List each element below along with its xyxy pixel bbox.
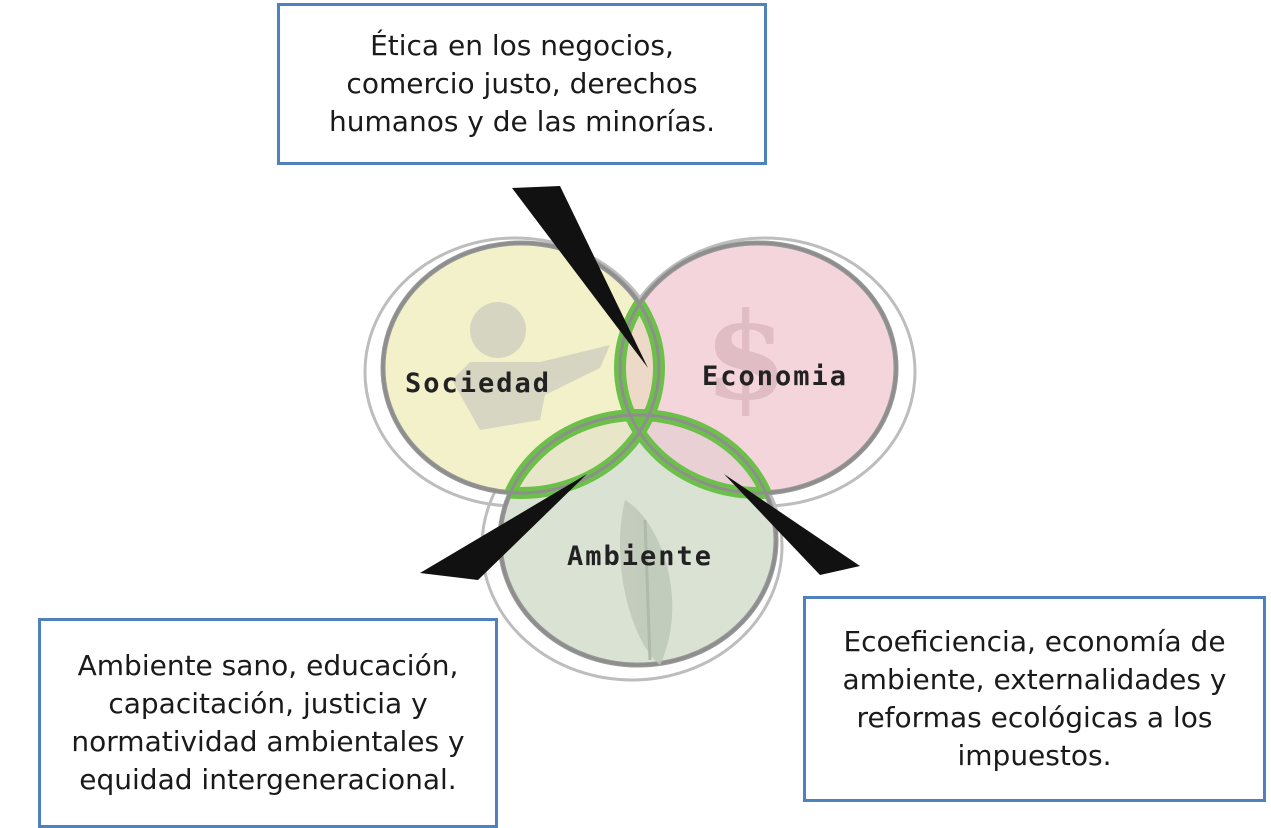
callout-top: Ética en los negocios, comercio justo, d…: [277, 3, 767, 165]
callout-right-line: Ecoeficiencia, economía de: [843, 625, 1226, 659]
pointer-right: [724, 474, 860, 575]
callout-right-line: ambiente, externalidades y: [842, 663, 1227, 697]
overlap-society-environment: [500, 415, 659, 493]
pointer-left: [420, 474, 587, 580]
leaf-icon: [619, 500, 673, 665]
callout-top-line: Ética en los negocios,: [370, 29, 674, 63]
environment-label: Ambiente: [567, 541, 713, 572]
callout-right-line: impuestos.: [957, 738, 1112, 772]
callout-left-line: Ambiente sano, educación,: [77, 649, 459, 683]
person-icon: [452, 302, 610, 430]
society-label: Sociedad: [405, 368, 551, 399]
overlap-economy-environment: [620, 415, 776, 493]
callout-left-line: normatividad ambientales y: [71, 725, 465, 758]
callout-top-line: comercio justo, derechos: [346, 67, 698, 101]
circle-edges: [381, 241, 898, 667]
callout-left: Ambiente sano, educación, capacitación, …: [38, 618, 498, 828]
callout-right-line: reformas ecológicas a los: [856, 701, 1213, 734]
callout-right: Ecoeficiencia, economía de ambiente, ext…: [803, 596, 1266, 802]
pointer-top: [512, 186, 648, 368]
callout-top-line: humanos y de las minorías.: [329, 104, 715, 138]
dollar-icon: $: [704, 286, 788, 427]
economy-label: Economia: [702, 361, 848, 392]
callout-left-line: equidad intergeneracional.: [79, 762, 457, 796]
svg-text:$: $: [704, 286, 788, 427]
callout-left-line: capacitación, justicia y: [108, 687, 428, 721]
